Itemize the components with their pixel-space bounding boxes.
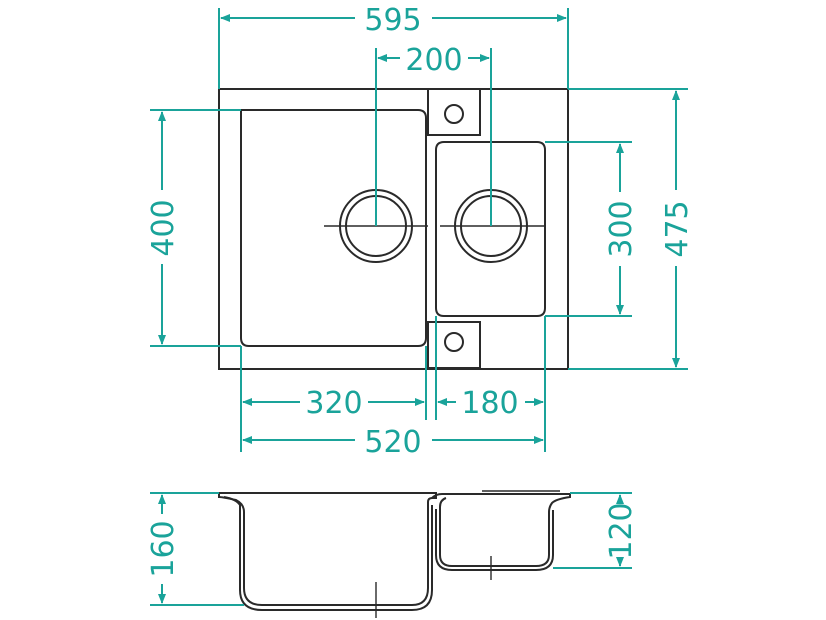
tap-plate-bottom bbox=[427, 321, 481, 369]
small-bowl-outline bbox=[435, 141, 546, 317]
sink-outer-outline bbox=[218, 88, 569, 370]
label-large-bowl-width: 320 bbox=[305, 386, 362, 421]
label-large-bowl-depth: 160 bbox=[146, 520, 181, 577]
dim-total-depth: 475 bbox=[660, 90, 695, 368]
tap-plate-top bbox=[427, 88, 481, 136]
label-large-bowl-height: 400 bbox=[146, 199, 181, 256]
tap-hole-top bbox=[444, 104, 464, 124]
dim-drain-spacing: 200 bbox=[377, 43, 490, 78]
large-bowl-outline bbox=[240, 109, 427, 347]
dim-large-bowl-height: 400 bbox=[146, 111, 181, 345]
label-drain-spacing: 200 bbox=[405, 43, 462, 78]
label-small-bowl-height: 300 bbox=[604, 200, 639, 257]
label-total-width: 595 bbox=[364, 3, 421, 38]
side-profile-outer bbox=[218, 492, 437, 606]
side-view: 160 120 bbox=[146, 490, 639, 618]
dim-small-bowl-height: 300 bbox=[604, 143, 639, 315]
label-total-depth: 475 bbox=[660, 200, 695, 257]
tap-hole-bottom bbox=[444, 332, 464, 352]
dim-total-width: 595 bbox=[220, 3, 567, 38]
dim-small-bowl-depth: 120 bbox=[604, 494, 639, 567]
top-view: 595 200 400 300 475 320 bbox=[146, 3, 695, 460]
dim-inner-width: 520 bbox=[242, 425, 544, 460]
label-small-bowl-depth: 120 bbox=[604, 502, 639, 559]
dim-small-bowl-width: 180 bbox=[437, 386, 544, 421]
side-profile-small-bowl bbox=[431, 493, 571, 571]
dim-large-bowl-width: 320 bbox=[242, 386, 425, 421]
extension-lines bbox=[150, 8, 688, 452]
label-inner-width: 520 bbox=[364, 425, 421, 460]
dim-large-bowl-depth: 160 bbox=[146, 494, 181, 604]
side-profile-inner-large bbox=[223, 496, 433, 611]
label-small-bowl-width: 180 bbox=[461, 386, 518, 421]
